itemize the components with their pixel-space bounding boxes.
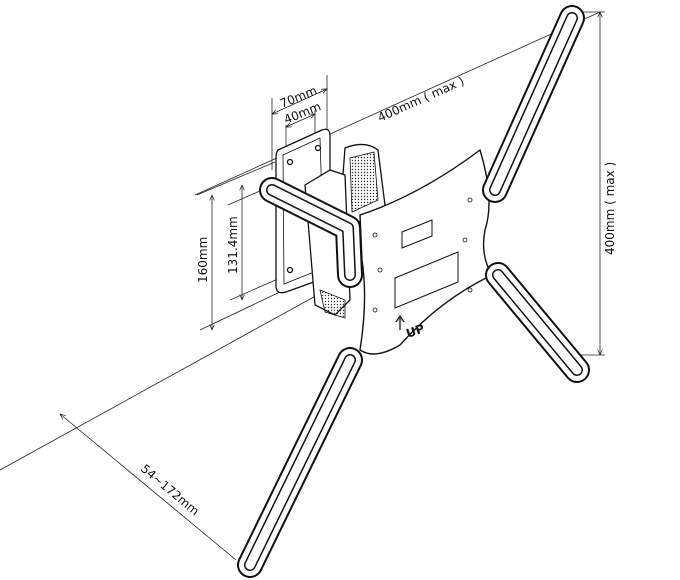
arm-upper-left (259, 177, 363, 288)
extension-line-wall (0, 287, 331, 471)
label-height-max: 400mm ( max ) (603, 162, 617, 255)
label-hole-height: 131.4mm (226, 216, 240, 274)
arm-upper-right (482, 5, 585, 203)
label-wall-distance: 54~172mm (138, 462, 202, 519)
extension-line-131-bottom (229, 277, 281, 301)
tv-plate (359, 148, 493, 355)
arm-lower-left (237, 347, 363, 578)
extension-line-160-top (196, 161, 276, 196)
up-label: UP (404, 321, 426, 341)
mounting-arms (237, 5, 590, 578)
extension-line-top (194, 11, 601, 196)
dimension-line-depth (60, 414, 237, 561)
up-arrow-icon (395, 314, 405, 330)
label-plate-height: 160mm (196, 237, 210, 283)
arm-lower-right (485, 262, 590, 383)
label-width-max: 400mm ( max ) (376, 74, 467, 125)
